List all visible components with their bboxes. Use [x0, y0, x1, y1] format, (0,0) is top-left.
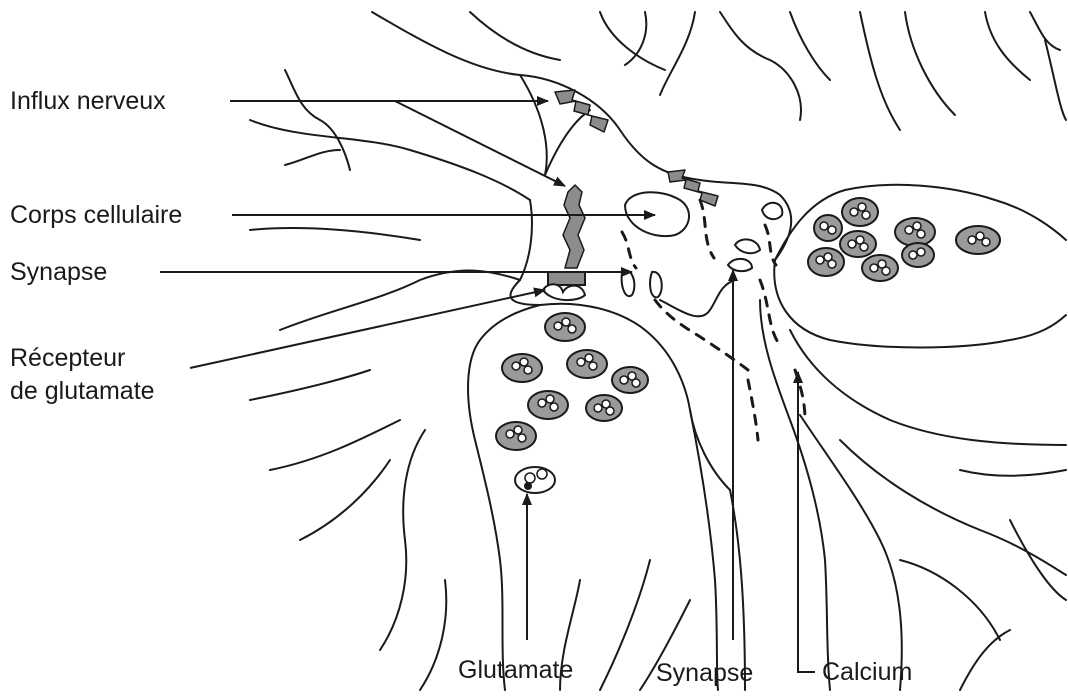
vesicle: [545, 313, 585, 341]
label-calcium: Calcium: [822, 657, 912, 687]
vesicle: [814, 215, 842, 241]
vesicles-right: [808, 198, 1000, 281]
label-synapse-left: Synapse: [10, 257, 107, 287]
vesicle: [895, 218, 935, 246]
vesicle: [956, 226, 1000, 254]
neuron-outlines: [250, 12, 1066, 690]
label-nerve-impulse: Influx nerveux: [10, 86, 166, 116]
vesicle: [902, 243, 934, 267]
vesicle: [586, 395, 622, 421]
vesicle: [502, 354, 542, 382]
label-cell-body: Corps cellulaire: [10, 200, 182, 230]
label-receptor-line2: de glutamate: [10, 376, 155, 406]
label-glutamate: Glutamate: [458, 655, 573, 685]
vesicle-open: [515, 467, 555, 493]
vesicle: [840, 231, 876, 257]
vesicle: [528, 391, 568, 419]
label-synapse-bottom: Synapse: [656, 658, 753, 688]
vesicle: [842, 198, 878, 226]
vesicles-left: [496, 313, 648, 493]
vesicle: [612, 367, 648, 393]
leader-arrows: [160, 101, 815, 672]
calcium-dashes: [622, 200, 805, 440]
vesicle: [808, 248, 844, 276]
vesicle: [862, 255, 898, 281]
label-receptor-line1: Récepteur: [10, 343, 125, 373]
vesicle: [567, 350, 607, 378]
vesicle: [496, 422, 536, 450]
